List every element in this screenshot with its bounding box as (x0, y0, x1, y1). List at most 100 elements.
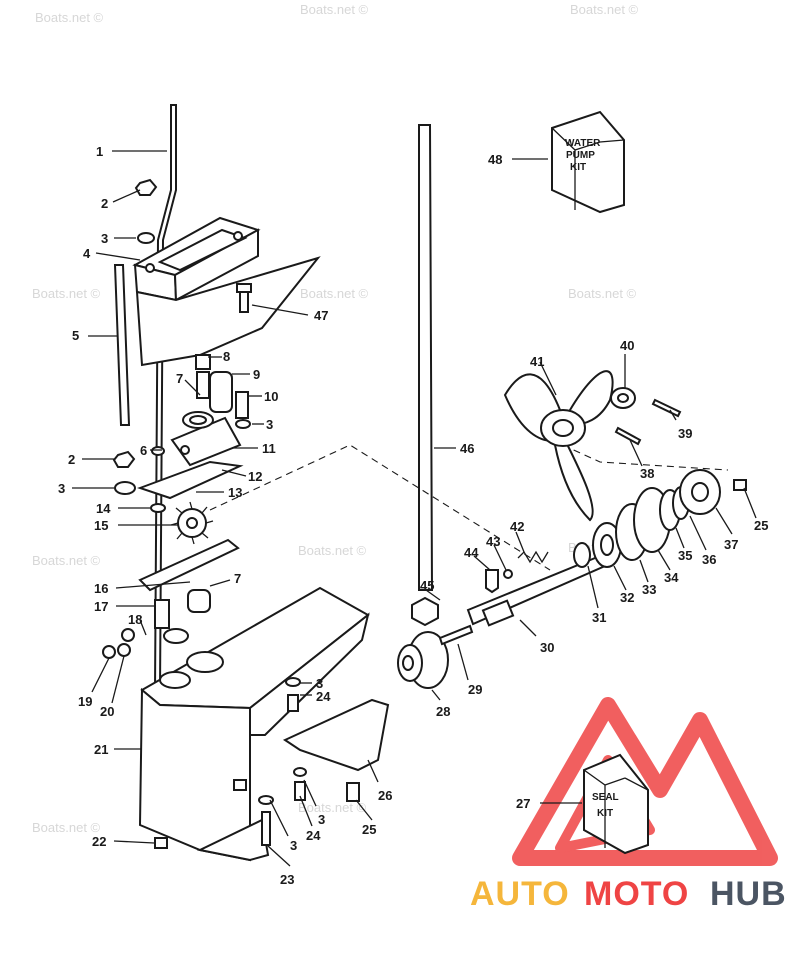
callout-12: 12 (248, 469, 262, 484)
bolt-47 (239, 289, 249, 313)
callout-2-lower: 2 (68, 452, 75, 467)
forward-gear-28 (397, 631, 449, 689)
callout-20: 20 (100, 704, 114, 719)
callout-45: 45 (420, 578, 434, 593)
screw-23 (261, 811, 271, 846)
callout-34: 34 (664, 570, 679, 585)
callout-22: 22 (92, 834, 106, 849)
callout-27: 27 (516, 796, 530, 811)
nut-2-lower (112, 450, 136, 468)
callout-3-top: 3 (101, 231, 108, 246)
callout-37: 37 (724, 537, 738, 552)
callout-26: 26 (378, 788, 392, 803)
callout-3-mid: 3 (266, 417, 273, 432)
brand-auto: AUTO (470, 875, 570, 913)
watermark-4: Boats.net © (32, 286, 101, 301)
nut-20 (117, 643, 131, 657)
washer-3-bottom (258, 795, 274, 805)
nut-19 (102, 645, 116, 659)
callout-19: 19 (78, 694, 92, 709)
watermark-10: Boats.net © (32, 820, 101, 835)
callout-3-anode: 3 (318, 812, 325, 827)
pinion-45 (411, 596, 439, 627)
tube-9 (209, 371, 233, 413)
callout-39: 39 (678, 426, 692, 441)
pump-housing (170, 411, 242, 467)
callout-13: 13 (228, 485, 242, 500)
kit-kit: KIT (570, 162, 586, 173)
callout-leaders (72, 150, 757, 867)
bolt-10 (235, 391, 249, 419)
callout-7-lower: 7 (234, 571, 241, 586)
callout-38: 38 (640, 466, 654, 481)
water-pump-kit-box: WATER PUMP KIT (551, 110, 625, 214)
callout-47: 47 (314, 308, 328, 323)
screw-18 (121, 628, 135, 642)
callout-1: 1 (96, 144, 103, 159)
callout-7-top: 7 (176, 371, 183, 386)
driveshaft (418, 124, 434, 591)
plug-22 (154, 837, 168, 849)
callout-8: 8 (223, 349, 230, 364)
callout-9: 9 (253, 367, 260, 382)
guide-line-pump (209, 444, 551, 571)
callout-42: 42 (510, 519, 524, 534)
kit-water: WATER (565, 138, 601, 149)
callout-15: 15 (94, 518, 108, 533)
callout-3-upper: 3 (316, 676, 323, 691)
screw-25-carrier (733, 479, 747, 491)
watermark-3: Boats.net © (570, 2, 639, 17)
grommet-8 (195, 354, 211, 370)
seal-kit-box: SEAL KIT (583, 753, 649, 855)
pin-29 (438, 624, 474, 646)
spring-42 (517, 550, 549, 564)
washer-3-anode (293, 767, 307, 777)
impeller-plate (136, 460, 244, 500)
callout-29: 29 (468, 682, 482, 697)
watermark-6: Boats.net © (568, 286, 637, 301)
screw-24-lower (294, 781, 306, 801)
watermark-2: Boats.net © (300, 2, 369, 17)
gearcase (138, 586, 370, 862)
kit-seal-kit: KIT (597, 808, 613, 819)
spacer-40-hole (617, 393, 629, 403)
callout-33: 33 (642, 582, 656, 597)
o-ring-18 (163, 628, 189, 644)
callout-18: 18 (128, 612, 142, 627)
callout-5: 5 (72, 328, 79, 343)
seal-7-lower (187, 589, 211, 613)
callout-6: 6 (140, 443, 147, 458)
callout-25-lower: 25 (362, 822, 376, 837)
callout-25-carrier: 25 (754, 518, 768, 533)
callout-10: 10 (264, 389, 278, 404)
kit-seal: SEAL (592, 792, 619, 803)
bearing-group (573, 469, 721, 568)
callout-46: 46 (460, 441, 474, 456)
callout-21: 21 (94, 742, 108, 757)
watermark-8: Boats.net © (298, 543, 367, 558)
callout-36: 36 (702, 552, 716, 567)
callout-14: 14 (96, 501, 111, 516)
callout-40: 40 (620, 338, 634, 353)
callout-31: 31 (592, 610, 606, 625)
impeller (170, 501, 214, 545)
anode-26 (282, 698, 390, 772)
callout-17: 17 (94, 599, 108, 614)
brand-moto: MOTO (584, 875, 689, 913)
watermark-7: Boats.net © (32, 553, 101, 568)
callouts: 1 2 3 4 5 47 8 9 7 10 3 6 11 2 12 3 13 1… (58, 144, 768, 887)
shear-pin-38 (614, 426, 642, 446)
kit-pump: PUMP (566, 150, 595, 161)
watermark-1: Boats.net © (35, 10, 104, 25)
callout-41: 41 (530, 354, 544, 369)
gasket-16 (138, 538, 240, 592)
screw-25-lower (346, 782, 360, 802)
callout-48: 48 (488, 152, 502, 167)
cam-44 (485, 569, 499, 594)
key-17 (154, 599, 170, 629)
watermark-5: Boats.net © (300, 286, 369, 301)
propeller (503, 370, 614, 522)
clutch-dog (481, 599, 515, 627)
callout-23: 23 (280, 872, 294, 887)
